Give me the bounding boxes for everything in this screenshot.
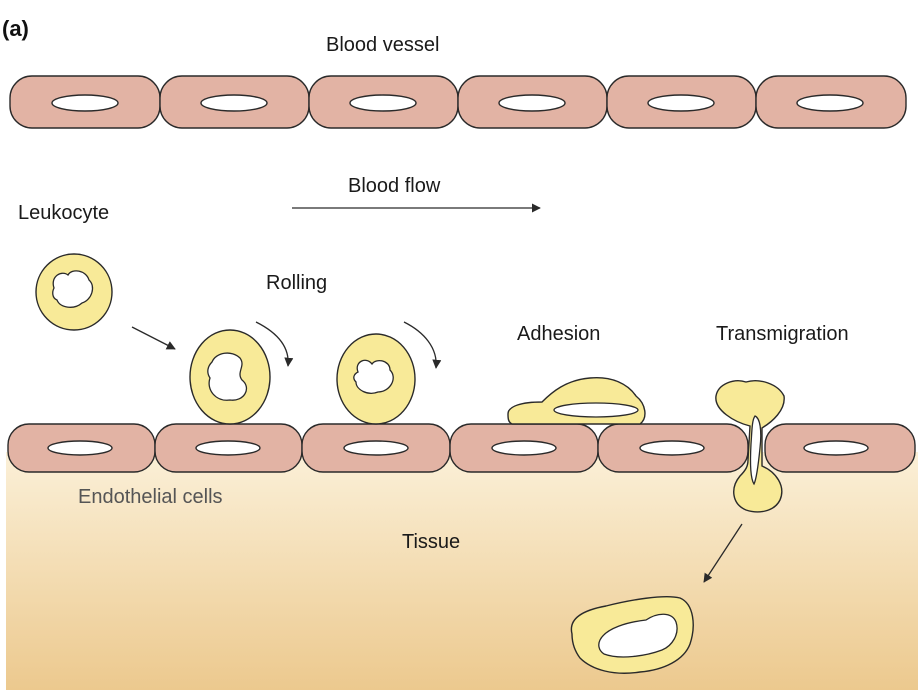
- leukocyte-rolling-1: [190, 330, 270, 424]
- cell-nucleus: [196, 441, 260, 455]
- approach-arrow: [132, 327, 175, 349]
- leukocyte-rolling-2: [337, 334, 415, 424]
- endothelial-cells-label: Endothelial cells: [78, 486, 223, 508]
- leukocyte-free: [36, 254, 112, 330]
- cell-nucleus: [797, 95, 863, 111]
- leukocyte-cell: [508, 378, 645, 424]
- adhesion-label: Adhesion: [517, 323, 600, 345]
- vessel-wall-top: [10, 76, 906, 128]
- cell-nucleus: [640, 441, 704, 455]
- leukocyte-label: Leukocyte: [18, 202, 109, 224]
- cell-nucleus: [804, 441, 868, 455]
- cell-nucleus: [201, 95, 267, 111]
- cell-nucleus: [499, 95, 565, 111]
- leukocyte-nucleus: [354, 360, 393, 393]
- cell-nucleus: [48, 441, 112, 455]
- blood-flow-label: Blood flow: [348, 175, 441, 197]
- blood-vessel-label: Blood vessel: [326, 34, 439, 56]
- tissue-label: Tissue: [402, 531, 460, 553]
- leukocyte-nucleus: [554, 403, 638, 417]
- transmigration-label: Transmigration: [716, 323, 849, 345]
- leukocyte-adhesion: [508, 378, 645, 424]
- cell-nucleus: [648, 95, 714, 111]
- cell-nucleus: [344, 441, 408, 455]
- cell-nucleus: [52, 95, 118, 111]
- rolling-label: Rolling: [266, 272, 327, 294]
- panel-label: (a): [2, 16, 29, 41]
- leukocyte-nucleus: [208, 353, 247, 400]
- cell-nucleus: [492, 441, 556, 455]
- cell-nucleus: [350, 95, 416, 111]
- vessel-wall-bottom: [8, 424, 915, 472]
